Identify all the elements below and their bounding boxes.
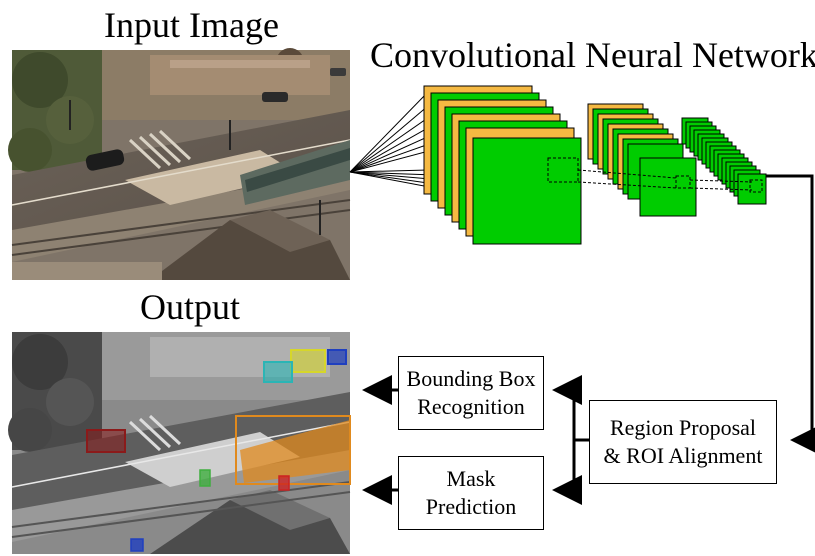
- detection-person-red: [278, 475, 290, 491]
- cnn-to-region-connector: [766, 174, 815, 455]
- detection-person-green: [199, 469, 211, 487]
- heads-to-output-arrows: [362, 375, 398, 505]
- receptive-field-connectors: [577, 169, 753, 191]
- detection-tram-orange: [235, 415, 351, 485]
- region-proposal-box: Region Proposal & ROI Alignment: [589, 400, 777, 484]
- cnn-title: Convolutional Neural Network: [370, 35, 815, 75]
- stage3-roi: [749, 179, 763, 193]
- region-to-heads-connector: [552, 375, 589, 505]
- detection-car-cyan: [263, 361, 293, 383]
- input-image: [8, 48, 351, 280]
- stage3-front-map: [737, 173, 767, 205]
- cnn-stage3-feature-maps: [681, 117, 767, 205]
- detection-small-blue: [130, 538, 144, 552]
- detection-car-yellow: [290, 349, 326, 373]
- input-image-title: Input Image: [104, 5, 279, 45]
- bounding-box-recognition-box: Bounding Box Recognition: [398, 356, 544, 430]
- mask-label-line2: Prediction: [425, 494, 517, 519]
- region-label-line2: & ROI Alignment: [603, 443, 763, 468]
- cnn-stage1-feature-maps: [423, 85, 582, 245]
- bbox-label-line1: Bounding Box: [406, 366, 536, 391]
- detection-car-blue: [327, 349, 347, 365]
- output-title: Output: [140, 287, 241, 327]
- cnn-stage2-feature-maps: [587, 103, 697, 217]
- detection-car-brown: [86, 429, 126, 453]
- mask-prediction-box: Mask Prediction: [398, 456, 544, 530]
- mask-label-line1: Mask: [446, 466, 496, 491]
- region-label-line1: Region Proposal: [609, 415, 757, 440]
- bbox-label-line2: Recognition: [417, 394, 525, 419]
